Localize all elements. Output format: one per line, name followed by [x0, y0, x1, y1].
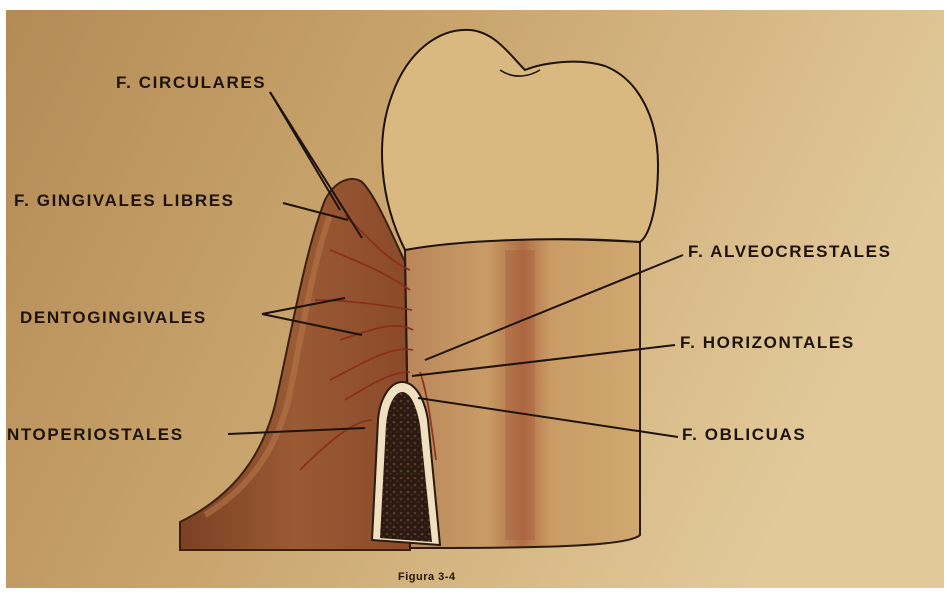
label-dentogingivales: DENTOGINGIVALES: [20, 309, 207, 326]
label-dentoperiostales: NTOPERIOSTALES: [7, 426, 184, 443]
label-fibras-alveocrestales: F. ALVEOCRESTALES: [688, 243, 892, 260]
label-fibras-gingivales-libres: F. GINGIVALES LIBRES: [14, 192, 235, 209]
root-canal-shade: [505, 250, 535, 540]
label-fibras-circulares: F. CIRCULARES: [116, 74, 266, 91]
label-fibras-oblicuas: F. OBLICUAS: [682, 426, 806, 443]
label-fibras-horizontales: F. HORIZONTALES: [680, 334, 855, 351]
figure-caption: Figura 3-4: [398, 572, 456, 583]
